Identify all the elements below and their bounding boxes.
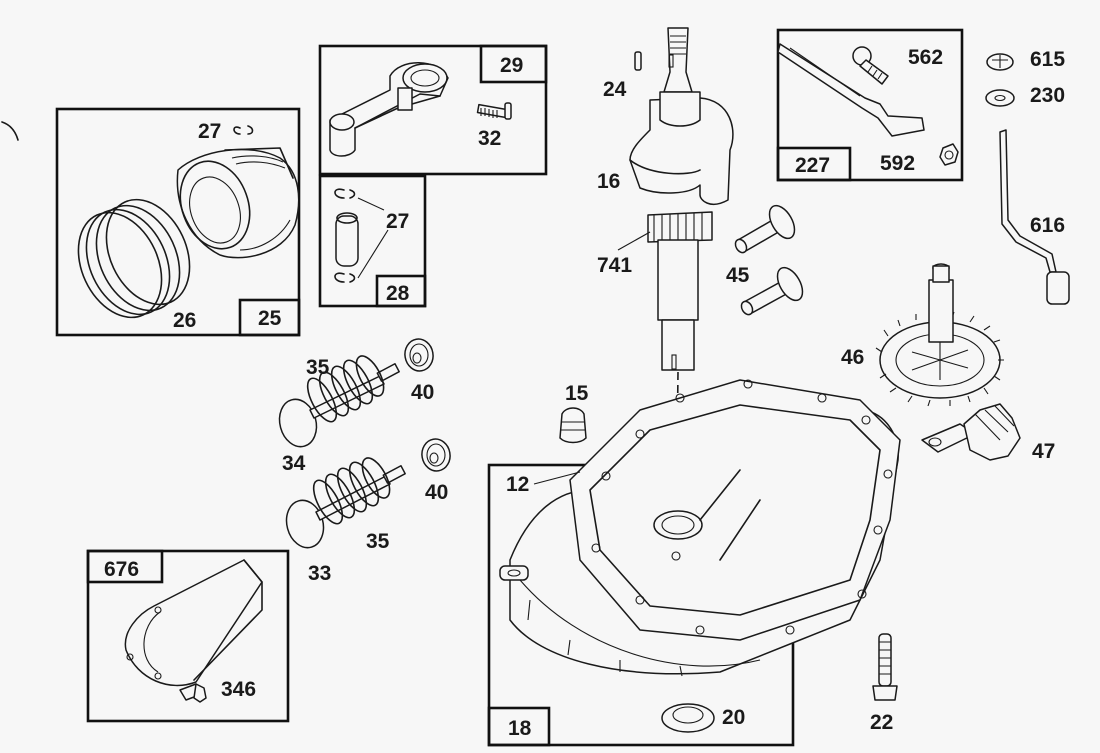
nut-592[interactable] <box>939 143 959 166</box>
part-label-33[interactable]: 33 <box>308 562 331 585</box>
valve-34[interactable] <box>274 363 400 451</box>
part-label-35[interactable]: 35 <box>306 356 330 379</box>
part-label-615[interactable]: 615 <box>1030 48 1065 71</box>
part-label-12[interactable]: 12 <box>506 473 529 496</box>
part-label-46[interactable]: 46 <box>841 346 864 369</box>
box-28-label: 28 <box>386 282 410 305</box>
part-label-20[interactable]: 20 <box>722 706 745 729</box>
part-label-616[interactable]: 616 <box>1030 214 1065 237</box>
box-25-tag <box>238 298 301 337</box>
spring-35-upper[interactable] <box>302 352 389 426</box>
part-label-35[interactable]: 35 <box>366 530 390 553</box>
key-24[interactable] <box>634 51 642 71</box>
valve-33[interactable] <box>281 465 406 552</box>
part-label-741[interactable]: 741 <box>597 254 632 277</box>
box-29-label: 29 <box>500 54 523 77</box>
cam-gear[interactable] <box>875 263 1004 407</box>
screw-32[interactable] <box>476 102 512 120</box>
retaining-ring-icon <box>334 272 356 283</box>
part-label-24[interactable]: 24 <box>603 78 627 101</box>
box-25-frame <box>55 107 301 337</box>
piston[interactable] <box>169 147 300 259</box>
retainer-40-lower[interactable] <box>419 437 452 473</box>
leader-line <box>357 197 389 279</box>
box-18-tag <box>487 706 551 747</box>
governor-lever[interactable] <box>777 43 925 137</box>
part-label-592[interactable]: 592 <box>880 152 915 175</box>
box-227-frame <box>776 28 964 182</box>
connecting-rod[interactable] <box>329 62 449 157</box>
oil-seal-20[interactable] <box>661 703 715 733</box>
bolt-562[interactable] <box>852 46 889 85</box>
part-label-15[interactable]: 15 <box>565 382 589 405</box>
part-label-346[interactable]: 346 <box>221 678 256 701</box>
box-676-tag <box>86 549 164 584</box>
crankshaft[interactable] <box>629 27 734 371</box>
box-25-label: 25 <box>258 307 282 330</box>
wrist-pin[interactable] <box>335 212 359 267</box>
box-29-frame <box>318 44 548 176</box>
part-label-27[interactable]: 27 <box>386 210 409 233</box>
box-676-label: 676 <box>104 558 139 581</box>
box-676-frame <box>86 549 290 723</box>
screw-346[interactable] <box>179 683 207 703</box>
leader-line <box>533 471 581 485</box>
part-label-27[interactable]: 27 <box>198 120 221 143</box>
retaining-ring-icon <box>334 188 356 199</box>
part-label-40[interactable]: 40 <box>411 381 434 404</box>
crankcase[interactable] <box>499 379 901 677</box>
part-label-34[interactable]: 34 <box>282 452 306 475</box>
box-227-label: 227 <box>795 154 830 177</box>
box-25[interactable]: 25 <box>55 107 301 337</box>
tappet-upper[interactable] <box>733 201 799 254</box>
box-227[interactable]: 227 <box>776 28 964 182</box>
part-label-16[interactable]: 16 <box>597 170 620 193</box>
box-28-tag <box>375 274 427 308</box>
part-label-45[interactable]: 45 <box>726 264 750 287</box>
governor-shaft-616[interactable] <box>999 129 1070 305</box>
part-label-26[interactable]: 26 <box>173 309 196 332</box>
part-label-40[interactable]: 40 <box>425 481 448 504</box>
box-28-frame <box>318 174 427 308</box>
plug-15[interactable] <box>559 407 587 444</box>
part-label-47[interactable]: 47 <box>1032 440 1055 463</box>
box-676[interactable]: 676 <box>86 549 290 723</box>
box-29-tag <box>479 44 548 84</box>
box-29[interactable]: 29 <box>318 44 548 176</box>
piston-rings[interactable] <box>62 186 205 331</box>
bolt-22[interactable] <box>872 633 898 701</box>
box-18-label: 18 <box>508 717 532 740</box>
part-label-230[interactable]: 230 <box>1030 84 1065 107</box>
leader-line <box>617 231 651 251</box>
part-label-32[interactable]: 32 <box>478 127 501 150</box>
gasket-holes <box>591 379 893 635</box>
governor-assembly[interactable] <box>921 403 1021 461</box>
spring-35-lower[interactable] <box>308 454 395 528</box>
box-28[interactable]: 28 <box>318 174 427 308</box>
washer-230[interactable] <box>985 89 1015 107</box>
nut-615[interactable] <box>986 53 1014 71</box>
retainer-40-upper[interactable] <box>402 337 435 373</box>
part-label-22[interactable]: 22 <box>870 711 893 734</box>
tappet-lower[interactable] <box>739 263 807 316</box>
retaining-ring-icon <box>233 125 254 135</box>
edge-arc <box>1 121 19 141</box>
part-label-562[interactable]: 562 <box>908 46 943 69</box>
box-227-tag <box>776 146 852 182</box>
valve-cover[interactable] <box>124 559 263 687</box>
